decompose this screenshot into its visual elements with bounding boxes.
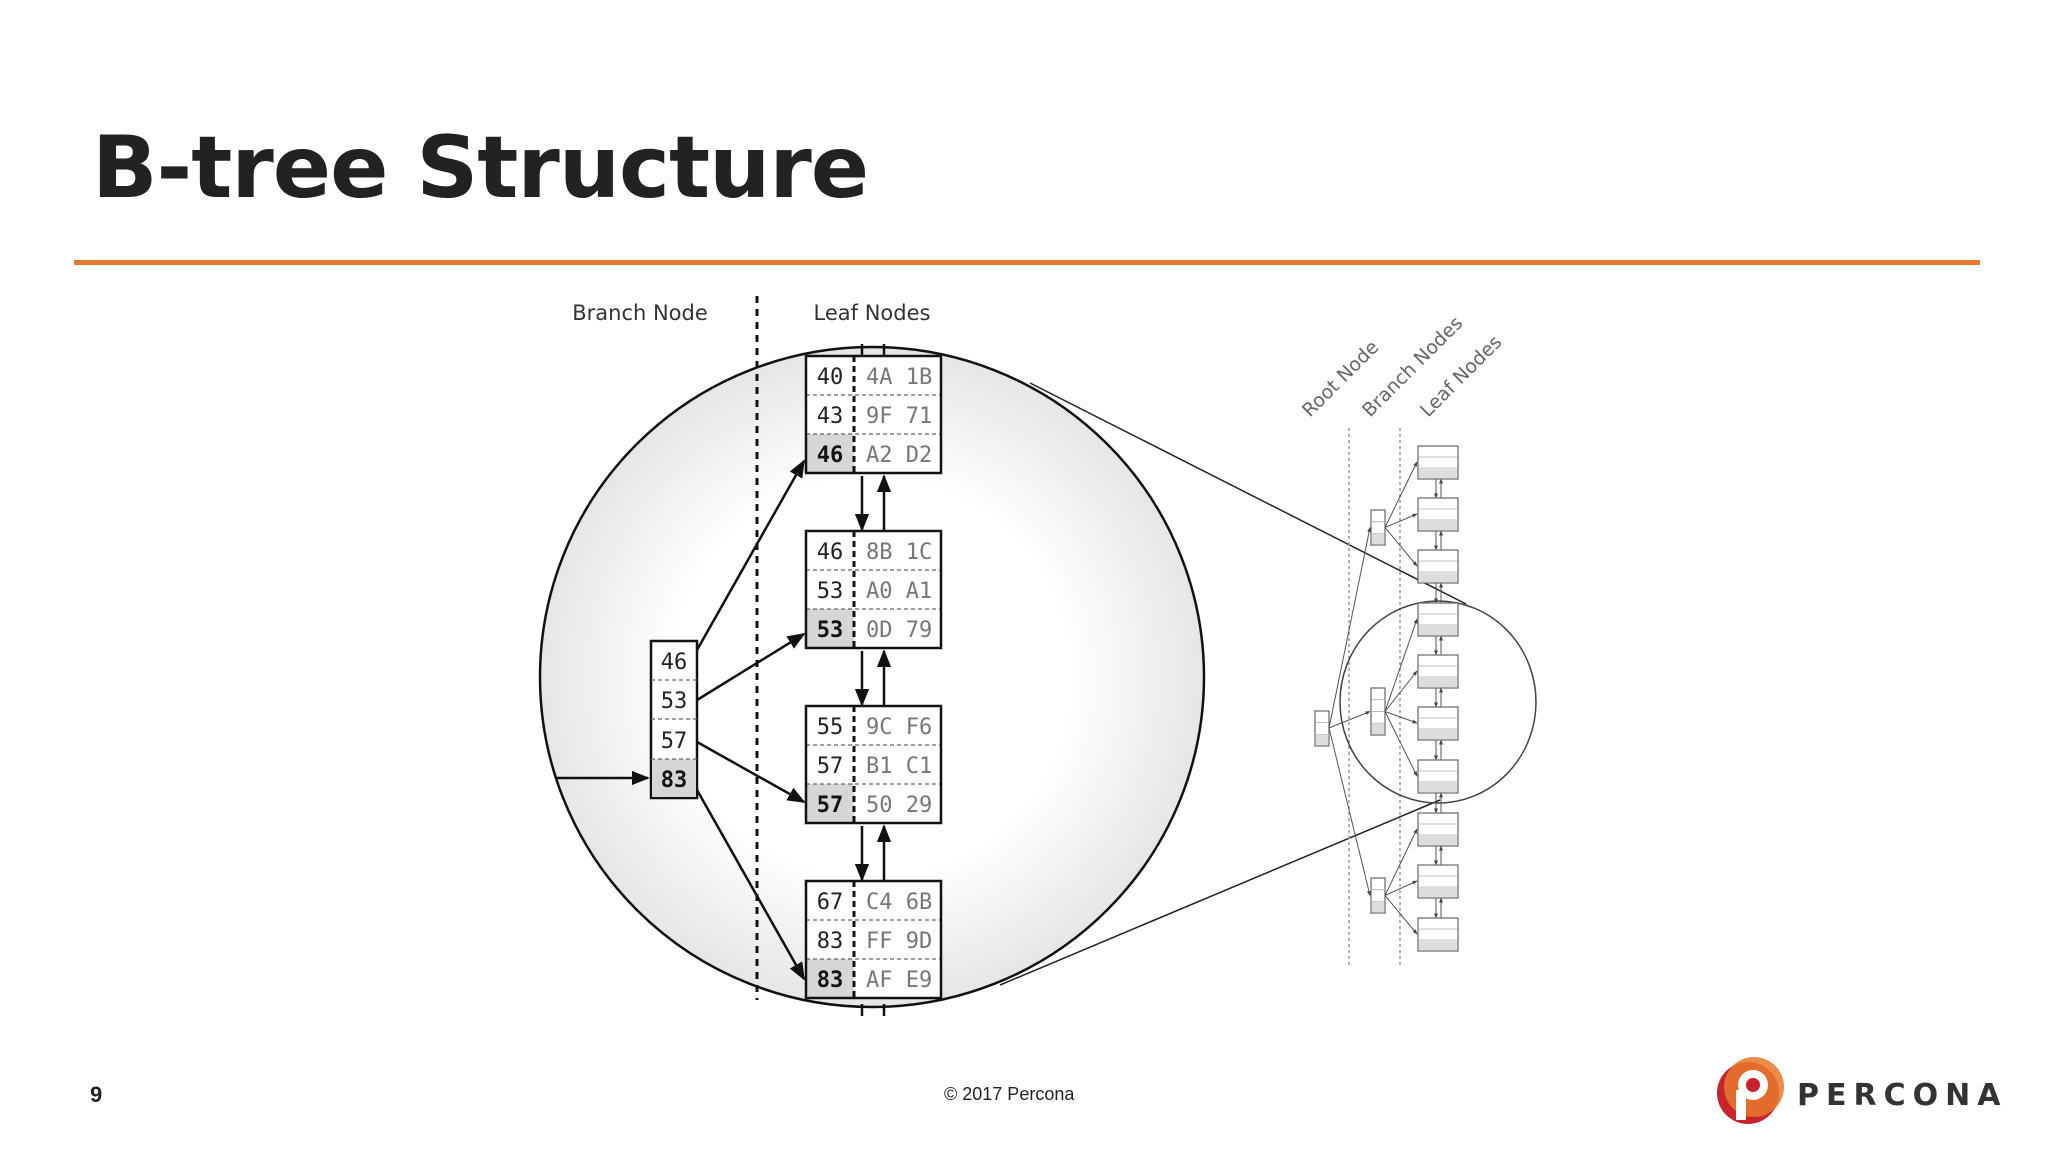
branch-key: 53 (661, 689, 688, 714)
leaf-rowid: 8B 1C (866, 540, 932, 565)
leaf-key: 53 (817, 618, 844, 643)
zoom-connector-top (1029, 382, 1467, 605)
overview-leaf-node (1417, 654, 1459, 689)
branch-node: 46 53 57 83 (649, 639, 699, 800)
overview-root-node (1314, 710, 1330, 747)
branch-to-leaf-arrow (695, 789, 806, 981)
overview-leaf-node (1417, 812, 1459, 847)
copyright-text: © 2017 Percona (944, 1084, 1075, 1104)
branch-key: 46 (661, 650, 688, 675)
leaf-rowid: 0D 79 (866, 618, 932, 643)
leaf-rowid: 4A 1B (866, 365, 932, 390)
slide-title: B-tree Structure (92, 118, 869, 218)
overview-leaf-node (1417, 759, 1459, 794)
leaf-key: 83 (817, 929, 844, 954)
leaf-key: 40 (817, 365, 844, 390)
overview-leaf-node (1417, 864, 1459, 899)
leaf-key: 53 (817, 579, 844, 604)
overview-leaf-node (1417, 602, 1459, 637)
leaf-rowid: 50 29 (866, 793, 932, 818)
overview-leaf-node (1417, 706, 1459, 741)
percona-wordmark: PERCONA (1797, 1078, 2008, 1113)
leaf-key: 67 (817, 890, 844, 915)
leaf-rowid: C4 6B (866, 890, 932, 915)
leaf-key: 55 (817, 715, 844, 740)
leaf-sibling-links (854, 344, 892, 1016)
leaf-nodes-label: Leaf Nodes (814, 301, 931, 325)
overview-branch-node (1370, 509, 1386, 546)
overview-tree: Root Node Branch Nodes Leaf Nodes (1298, 312, 1537, 965)
overview-branch-label: Branch Nodes (1358, 312, 1467, 421)
overview-branch-node (1370, 877, 1386, 914)
leaf-rowid: 9F 71 (866, 404, 932, 429)
branch-to-leaf-arrow (696, 740, 806, 804)
branch-to-leaf-arrow (695, 459, 806, 651)
page-number: 9 (90, 1082, 103, 1107)
leaf-key: 57 (817, 754, 844, 779)
overview-leaf-node (1417, 917, 1459, 952)
leaf-rowid: 9C F6 (866, 715, 932, 740)
leaf-key: 83 (817, 968, 844, 993)
overview-branch-node (1370, 687, 1386, 736)
title-divider (74, 260, 1980, 265)
branch-key: 83 (661, 768, 688, 793)
leaf-node: 55 9C F6 57 B1 C1 57 50 29 (804, 704, 943, 825)
leaf-node: 40 4A 1B 43 9F 71 46 A2 D2 (804, 354, 943, 475)
percona-logo-icon (1717, 1057, 1784, 1124)
branch-node-label: Branch Node (572, 301, 708, 325)
overview-leaf-node (1417, 549, 1459, 584)
leaf-rowid: AF E9 (866, 968, 932, 993)
leaf-key: 46 (817, 443, 844, 468)
zoom-connector-bottom (999, 799, 1441, 986)
leaf-key: 46 (817, 540, 844, 565)
leaf-rowid: B1 C1 (866, 754, 932, 779)
leaf-rowid: A2 D2 (866, 443, 932, 468)
leaf-key: 43 (817, 404, 844, 429)
magnify-lens (538, 345, 1206, 1009)
leaf-rowid: A0 A1 (866, 579, 932, 604)
leaf-node: 67 C4 6B 83 FF 9D 83 AF E9 (804, 879, 943, 1000)
leaf-nodes: 40 4A 1B 43 9F 71 46 A2 D2 46 8B 1C 53 A0 A1 53 0D … (804, 354, 943, 1000)
leaf-key: 57 (817, 793, 844, 818)
branch-to-leaf-arrow (696, 632, 806, 702)
leaf-rowid: FF 9D (866, 929, 932, 954)
leaf-node: 46 8B 1C 53 A0 A1 53 0D 79 (804, 529, 943, 650)
overview-leaf-node (1417, 445, 1459, 480)
branch-key: 57 (661, 729, 688, 754)
overview-leaf-node (1417, 497, 1459, 532)
